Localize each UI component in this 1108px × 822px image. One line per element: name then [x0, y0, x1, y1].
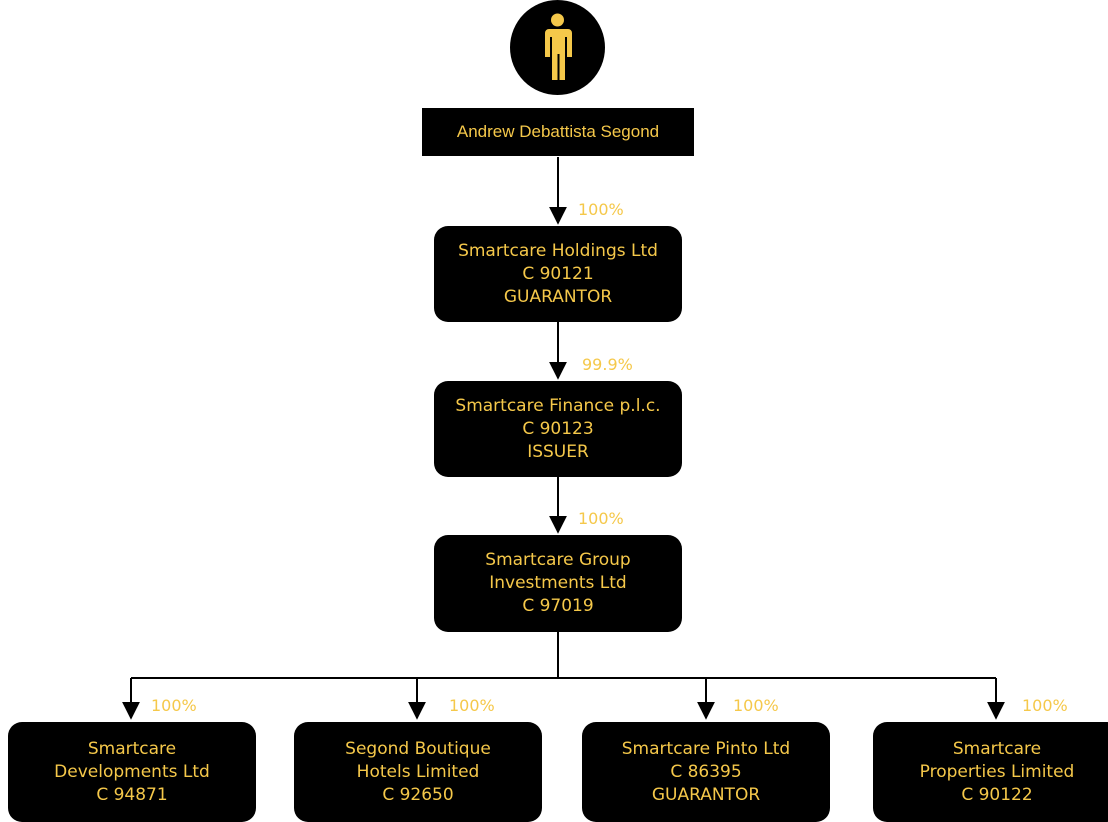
ownership-percent: 100% [733, 696, 779, 715]
ownership-percent: 99.9% [582, 355, 633, 374]
entity-name-line1: Smartcare Group [485, 550, 631, 570]
entity-role: GUARANTOR [651, 784, 761, 805]
entity-name-line1: Smartcare [952, 738, 1042, 759]
entity-reg-number: C 90123 [522, 418, 594, 439]
entity-box-boutique: Segond Boutique Hotels Limited C 92650 [294, 722, 542, 822]
entity-box-holdings: Smartcare Holdings Ltd C 90121 GUARANTOR [434, 226, 682, 322]
entity-reg-number: C 86395 [670, 761, 742, 782]
entity-box-properties: Smartcare Properties Limited C 90122 [873, 722, 1108, 822]
ownership-percent: 100% [449, 696, 495, 715]
ownership-percent: 100% [578, 200, 624, 219]
entity-name-line2: Properties Limited [919, 761, 1075, 782]
entity-name-line2: Investments Ltd [489, 573, 627, 593]
ownership-percent: 100% [1022, 696, 1068, 715]
person-icon [545, 13, 572, 80]
entity-name: Smartcare Holdings Ltd [458, 240, 658, 261]
entity-name: Smartcare Pinto Ltd [621, 738, 791, 759]
owner-name: Andrew Debattista Segond [422, 108, 694, 156]
entity-name-line1: Smartcare [87, 738, 177, 759]
entity-name-line1: Segond Boutique [345, 738, 491, 759]
entity-role: ISSUER [527, 441, 589, 462]
entity-reg-number: C 94871 [96, 784, 168, 805]
entity-box-finance: Smartcare Finance p.l.c. C 90123 ISSUER [434, 381, 682, 477]
entity-box-group: Smartcare Group Investments Ltd C 97019 [434, 535, 682, 632]
entity-box-developments: Smartcare Developments Ltd C 94871 [8, 722, 256, 822]
entity-role: GUARANTOR [503, 286, 613, 307]
entity-box-pinto: Smartcare Pinto Ltd C 86395 GUARANTOR [582, 722, 830, 822]
owner-avatar [510, 0, 605, 95]
ownership-percent: 100% [578, 509, 624, 528]
entity-reg-number: C 90121 [522, 263, 594, 284]
entity-reg-number: C 97019 [522, 596, 594, 616]
entity-name: Smartcare Finance p.l.c. [455, 395, 661, 416]
entity-name-line2: Hotels Limited [356, 761, 480, 782]
entity-name-line2: Developments Ltd [54, 761, 210, 782]
ownership-percent: 100% [151, 696, 197, 715]
entity-reg-number: C 90122 [961, 784, 1033, 805]
entity-reg-number: C 92650 [382, 784, 454, 805]
